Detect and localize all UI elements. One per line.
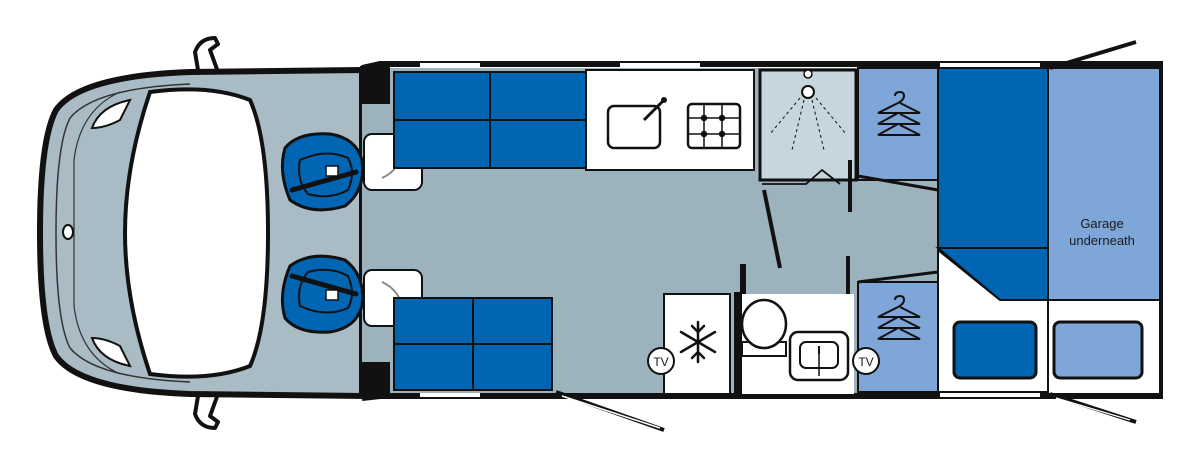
tv-icon: TV <box>647 347 675 375</box>
shower-door <box>762 168 841 185</box>
hob-icon <box>686 102 742 150</box>
cab-outline-inner <box>55 83 191 383</box>
windscreen <box>122 87 271 379</box>
wall-wardrobe-bottom <box>857 270 939 284</box>
headlight-top <box>90 98 132 130</box>
snowflake-icon <box>679 320 717 364</box>
hanger-icon-2 <box>877 294 921 340</box>
hanger-icon <box>877 90 921 136</box>
garage-door-top <box>1049 40 1137 70</box>
wall-pillar-bottom <box>360 362 390 398</box>
headlight-bottom <box>90 336 132 368</box>
garage-label-line1: Garage <box>1080 216 1123 231</box>
windows <box>420 63 1040 397</box>
habitation-door-inner <box>561 395 661 429</box>
washroom-wall-left <box>734 292 742 396</box>
sofa-bottom <box>393 297 553 391</box>
wall-wardrobe-top <box>857 174 939 192</box>
sink-icon <box>606 97 667 150</box>
washbasin-icon <box>788 330 850 382</box>
wardrobe-bottom <box>857 281 939 393</box>
bed-light <box>1047 67 1161 301</box>
garage-label-line2: underneath <box>1069 233 1135 248</box>
pillow-icon <box>952 320 1038 380</box>
wall-pillar-top <box>360 66 390 104</box>
garage-door-bottom-inner <box>1055 397 1131 421</box>
sofa-top <box>393 71 587 169</box>
badge <box>62 224 74 240</box>
washroom-wall-stub <box>740 264 746 294</box>
driver-seat-icon <box>280 132 365 212</box>
passenger-seat-icon <box>280 254 365 334</box>
shower-icon <box>769 69 847 151</box>
cab-outline-inner-2 <box>73 91 121 375</box>
tv-label-right: TV <box>858 355 873 369</box>
door-washroom <box>762 189 782 269</box>
bed-blue <box>937 67 1049 249</box>
pillow-icon-2 <box>1052 320 1144 380</box>
tv-label-left: TV <box>653 355 668 369</box>
tv-icon-2: TV <box>852 347 880 375</box>
toilet-icon <box>740 298 788 357</box>
